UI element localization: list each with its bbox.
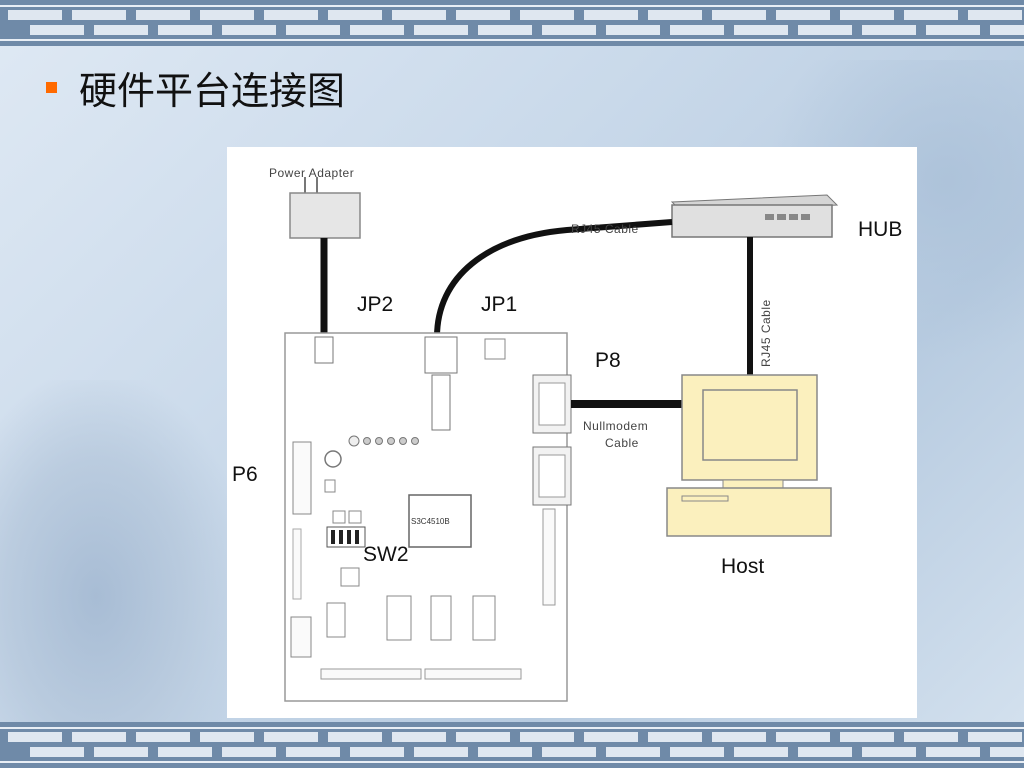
nullmodem-label-line2: Cable [605, 436, 639, 450]
host-computer-icon [666, 374, 832, 537]
db9-connector-icon [532, 374, 572, 506]
nullmodem-label-line1: Nullmodem [583, 419, 649, 433]
jp1-label: JP1 [481, 293, 518, 316]
p6-label: P6 [232, 463, 258, 486]
power-adapter-label: Power Adapter [269, 166, 355, 180]
diagram-drawing [284, 177, 839, 702]
p8-label: P8 [595, 349, 621, 372]
hub-icon [670, 194, 839, 238]
power-adapter-icon [289, 177, 361, 239]
sw2-label: SW2 [363, 543, 409, 566]
development-board [284, 332, 568, 702]
bullet-square-icon [46, 81, 57, 93]
slide-title: 硬件平台连接图 [79, 68, 346, 113]
rj45-cable-top-label: RJ45 Cable [571, 222, 639, 236]
bottom-decorative-band [0, 722, 1024, 768]
hub-label: HUB [858, 218, 903, 241]
host-label: Host [721, 555, 765, 578]
rj45-cable-top [434, 219, 673, 338]
chip-label: S3C4510B [411, 517, 450, 526]
background-decoration-left [0, 380, 240, 740]
rj45-cable-vertical-label: RJ45 Cable [759, 299, 773, 367]
title-row: 硬件平台连接图 [46, 62, 346, 113]
connection-diagram: Power Adapter RJ45 Cable HUB RJ45 Cable … [227, 147, 917, 718]
top-decorative-band [0, 0, 1024, 46]
jp2-label: JP2 [357, 293, 394, 316]
